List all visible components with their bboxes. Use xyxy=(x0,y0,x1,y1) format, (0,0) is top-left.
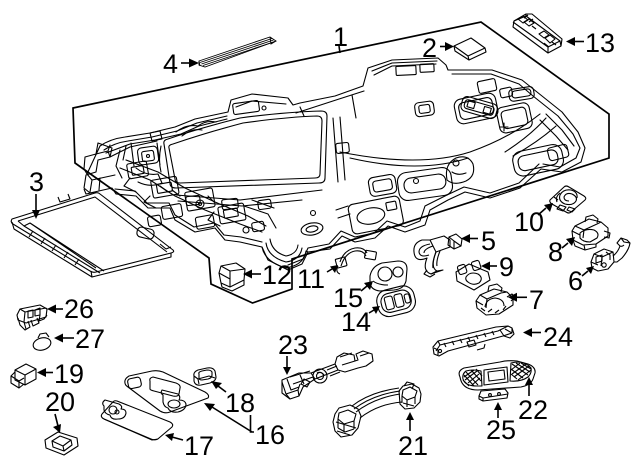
svg-text:23: 23 xyxy=(278,330,308,360)
svg-text:19: 19 xyxy=(54,359,84,389)
svg-text:17: 17 xyxy=(184,431,214,461)
svg-text:27: 27 xyxy=(75,324,105,354)
svg-text:9: 9 xyxy=(499,252,514,282)
svg-text:20: 20 xyxy=(45,387,75,417)
svg-text:25: 25 xyxy=(486,415,516,445)
svg-text:3: 3 xyxy=(29,167,44,197)
svg-text:8: 8 xyxy=(548,237,563,267)
svg-text:7: 7 xyxy=(529,285,544,315)
svg-text:24: 24 xyxy=(543,322,573,352)
svg-text:21: 21 xyxy=(398,431,428,461)
svg-text:11: 11 xyxy=(297,264,325,294)
svg-text:10: 10 xyxy=(514,207,544,237)
svg-text:6: 6 xyxy=(568,266,583,296)
svg-text:22: 22 xyxy=(518,395,548,425)
svg-text:16: 16 xyxy=(255,420,285,450)
svg-text:1: 1 xyxy=(333,22,348,52)
svg-text:26: 26 xyxy=(64,294,94,324)
svg-text:4: 4 xyxy=(163,49,178,79)
svg-text:18: 18 xyxy=(225,388,255,418)
svg-text:14: 14 xyxy=(341,307,371,337)
svg-text:12: 12 xyxy=(262,260,292,290)
svg-text:15: 15 xyxy=(333,283,363,313)
svg-text:2: 2 xyxy=(422,33,437,63)
svg-text:13: 13 xyxy=(585,28,615,58)
svg-text:5: 5 xyxy=(481,226,496,256)
